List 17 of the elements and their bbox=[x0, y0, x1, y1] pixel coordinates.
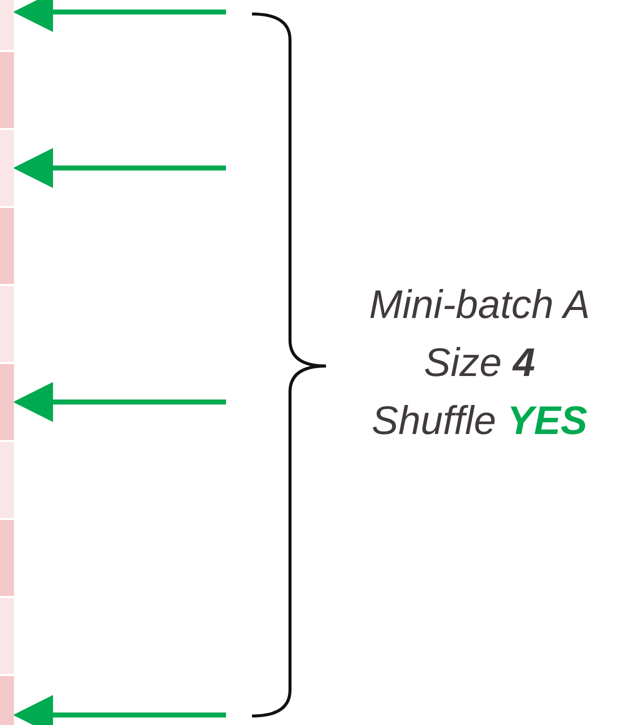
data-cell bbox=[0, 442, 14, 518]
arrow bbox=[13, 695, 226, 725]
data-cell bbox=[0, 130, 14, 206]
arrow bbox=[13, 382, 226, 422]
data-cell bbox=[0, 364, 14, 440]
data-cell bbox=[0, 286, 14, 362]
annotation-text: Shuffle YES bbox=[370, 398, 588, 444]
data-cell bbox=[0, 598, 14, 674]
annotation-text: Size 4 bbox=[422, 340, 536, 386]
annotation-text: Mini-batch A bbox=[368, 282, 591, 328]
data-cell bbox=[0, 208, 14, 284]
arrow bbox=[13, 148, 226, 188]
data-cell bbox=[0, 520, 14, 596]
arrow bbox=[13, 0, 226, 32]
data-cell bbox=[0, 0, 14, 50]
data-cell bbox=[0, 676, 14, 725]
data-cell bbox=[0, 52, 14, 128]
